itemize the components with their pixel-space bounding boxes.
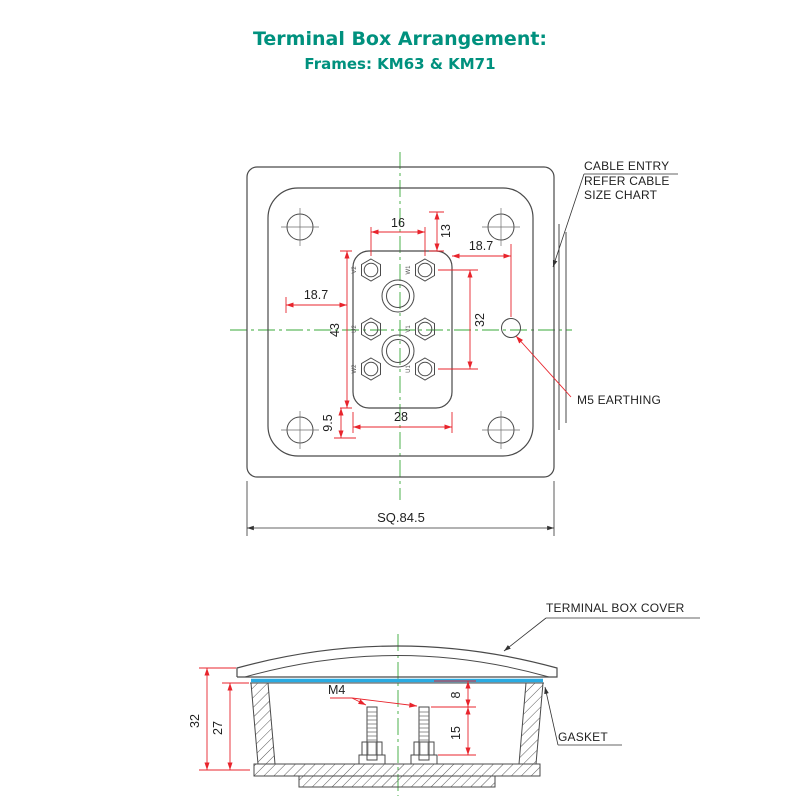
box-wall-left [250,682,276,765]
dim-13-text: 13 [439,224,453,238]
terminal-box-cover [236,645,558,678]
dim-18-7-right: 18.7 [452,239,512,317]
terminal-stud-left-2 [361,317,381,341]
side-view: M4 8 15 32 27 [188,601,700,796]
dim-8: 8 [431,680,476,708]
dim-27-side-text: 27 [211,721,225,735]
dim-18-7-left: 18.7 [285,288,347,313]
corner-screw-bottom-right [482,411,520,449]
dim-28-text: 28 [394,410,408,424]
page-header: Terminal Box Arrangement: Frames: KM63 &… [0,28,800,73]
box-base-plate [253,763,541,777]
terminal-label-v2: V2 [352,266,358,274]
dim-square-84-5: SQ.84.5 [246,481,555,536]
dim-32-side: 32 [188,667,250,771]
cable-entry-label-line1: CABLE ENTRY [584,159,669,173]
dim-28: 28 [352,410,453,433]
dim-square-text: SQ.84.5 [377,510,425,525]
stud-right-nut [413,741,435,756]
dim-m4: M4 [328,683,418,708]
stud-left [358,706,386,765]
terminal-block [352,250,453,409]
outer-box [246,166,555,478]
terminal-stud-left-1 [361,258,381,282]
terminal-label-u2: U2 [352,325,358,333]
stud-left-base [358,754,386,765]
top-view: V2 U2 W2 W1 V1 U1 16 13 18.7 1 [230,152,678,536]
terminal-stud-left-3 [361,357,381,381]
stud-left-nut [361,741,383,756]
dim-9-5: 9.5 [321,408,356,439]
inner-box [267,187,534,457]
gland-circle-upper [381,279,415,313]
cable-entry-callout: CABLE ENTRY REFER CABLE SIZE CHART [552,159,678,268]
stud-right-base [410,754,438,765]
dim-16-text: 16 [391,216,405,230]
earthing-boss [501,318,521,338]
dim-15-text: 15 [449,726,463,740]
corner-screw-top-right [482,208,520,246]
dim-15: 15 [438,707,476,756]
corner-screw-bottom-left [281,411,319,449]
earthing-callout: M5 EARTHING [515,335,661,407]
dim-43-text: 43 [328,323,342,337]
cable-entry-plate [558,224,567,430]
corner-screw-top-left [281,208,319,246]
dim-8-text: 8 [449,691,463,698]
gasket-label: GASKET [558,730,608,744]
terminal-label-w2: W2 [352,364,358,374]
terminal-label-v1: V1 [406,325,412,333]
cable-entry-label-line3: SIZE CHART [584,188,658,202]
cover-callout: TERMINAL BOX COVER [503,601,700,652]
cable-entry-label-line2: REFER CABLE [584,174,670,188]
motor-frame-boss [298,775,496,788]
gasket-callout: GASKET [544,686,622,746]
dim-32: 32 [438,269,487,370]
dim-27-side: 27 [211,682,249,770]
terminal-stud-right-3 [415,357,435,381]
terminal-stud-right-1 [415,258,435,282]
stud-right [410,706,438,765]
box-wall-right [518,682,544,765]
terminal-label-w1: W1 [406,265,412,275]
dim-9-5-text: 9.5 [321,414,335,431]
dim-18-7-left-text: 18.7 [304,288,328,302]
earthing-label: M5 EARTHING [577,393,661,407]
dim-43: 43 [328,250,352,409]
cover-label: TERMINAL BOX COVER [546,601,685,615]
terminal-stud-right-2 [415,317,435,341]
dim-32-side-text: 32 [188,714,202,728]
dim-18-7-right-text: 18.7 [469,239,493,253]
page-subtitle: Frames: KM63 & KM71 [304,55,496,73]
page-title: Terminal Box Arrangement: [252,28,548,50]
gasket [250,678,544,684]
dim-13: 13 [429,211,453,252]
gland-circle-lower [381,334,415,368]
dim-m4-text: M4 [328,683,345,697]
dim-32-text: 32 [473,313,487,327]
dim-16: 16 [370,216,426,256]
terminal-label-u1: U1 [406,365,412,373]
